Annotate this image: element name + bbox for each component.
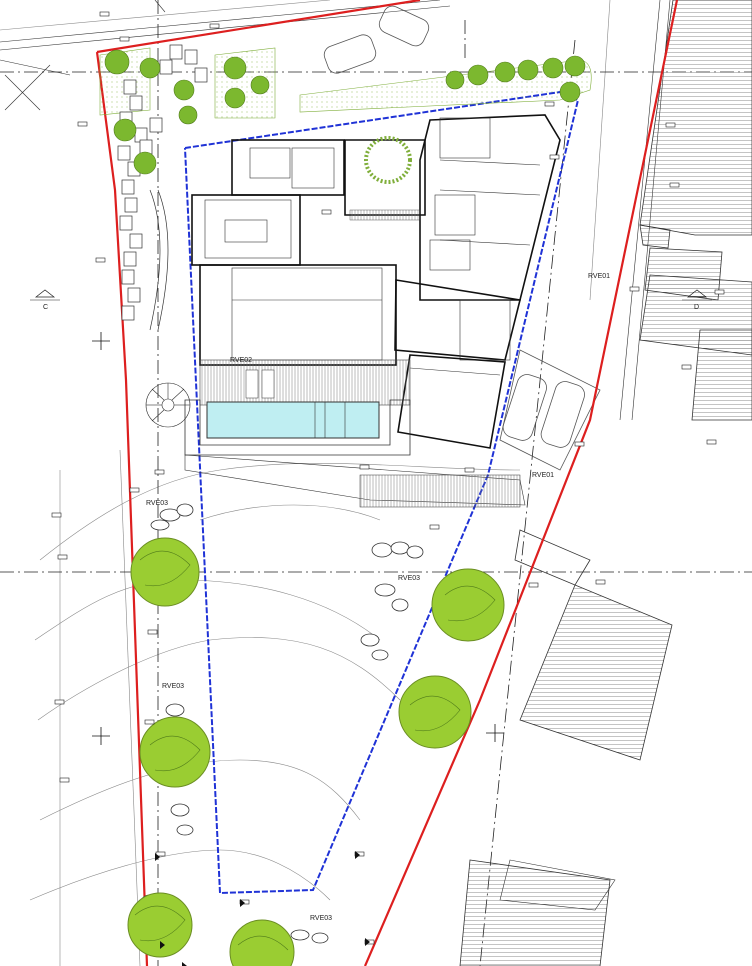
property-boundary bbox=[95, 0, 679, 966]
section-label-d: D bbox=[694, 304, 699, 311]
terrain-contours bbox=[29, 449, 521, 966]
spiral-stair bbox=[145, 382, 191, 428]
parked-cars bbox=[323, 5, 601, 471]
trees bbox=[104, 49, 586, 966]
sun-lounger bbox=[245, 369, 259, 399]
spot-level-markers bbox=[155, 851, 370, 966]
stone-edging bbox=[117, 44, 208, 331]
pool-deck bbox=[199, 359, 411, 406]
zone-label-rve01-mid: RVE01 bbox=[532, 472, 554, 479]
zone-label-rve01-top: RVE01 bbox=[588, 273, 610, 280]
zone-label-rve02-pool: RVE02 bbox=[230, 357, 252, 364]
swimming-pool bbox=[206, 401, 380, 439]
zone-label-rve03-bottom: RVE03 bbox=[310, 915, 332, 922]
sun-lounger bbox=[261, 369, 275, 399]
survey-crosses bbox=[92, 332, 504, 745]
outdoor-steps bbox=[359, 474, 521, 508]
terrace bbox=[184, 399, 411, 456]
house bbox=[191, 114, 561, 449]
zone-label-rve03-center: RVE03 bbox=[398, 575, 420, 582]
zone-label-rve03-left-a: RVE03 bbox=[146, 500, 168, 507]
section-label-c: C bbox=[43, 304, 48, 311]
neighbor-buildings bbox=[459, 0, 752, 966]
tree-foliage-lines bbox=[134, 550, 496, 951]
section-marker-d: D bbox=[682, 289, 712, 311]
level-tags bbox=[51, 11, 725, 945]
section-marker-c: C bbox=[30, 289, 60, 311]
zone-label-rve03-left-b: RVE03 bbox=[162, 683, 184, 690]
